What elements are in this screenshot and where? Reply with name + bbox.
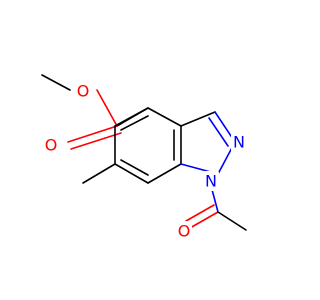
bond-acetyl-carbonyl-1 <box>189 211 219 229</box>
atom-n2: N <box>231 132 247 152</box>
bond-ring-4-inner <box>120 159 149 176</box>
bond-ester-carbonyl-1 <box>67 125 118 143</box>
atom-o-acetyl-label: O <box>178 222 191 241</box>
bond-c3-n2-2 <box>208 117 229 147</box>
atom-o-acetyl: O <box>176 221 192 241</box>
structure-diagram: O O N N O <box>41 74 247 241</box>
bond-ester-carbonyl-2 <box>70 132 122 150</box>
atom-n1-label: N <box>205 172 217 191</box>
bond-o-ester-carbon <box>96 89 118 127</box>
bond-acetyl-carbonyl-2 <box>185 204 215 222</box>
bond-ring-6 <box>114 107 149 127</box>
atom-o-ester-label: O <box>77 82 90 101</box>
atom-o-carbonyl-label: O <box>45 136 58 155</box>
atom-n2-label: N <box>233 133 245 152</box>
bond-c3a-c3 <box>180 111 216 127</box>
bond-ring-1 <box>147 107 182 127</box>
atom-n1: N <box>203 171 219 191</box>
bond-methyl-o <box>41 74 71 91</box>
atom-o-carbonyl: O <box>43 135 59 155</box>
bond-ring-4 <box>114 163 149 184</box>
bond-aryl-methyl <box>82 163 116 184</box>
atom-o-ester: O <box>75 81 91 101</box>
bond-ring-6-inner <box>120 115 149 131</box>
bond-ring-3 <box>147 163 182 184</box>
bond-acetyl-methyl <box>217 211 247 231</box>
